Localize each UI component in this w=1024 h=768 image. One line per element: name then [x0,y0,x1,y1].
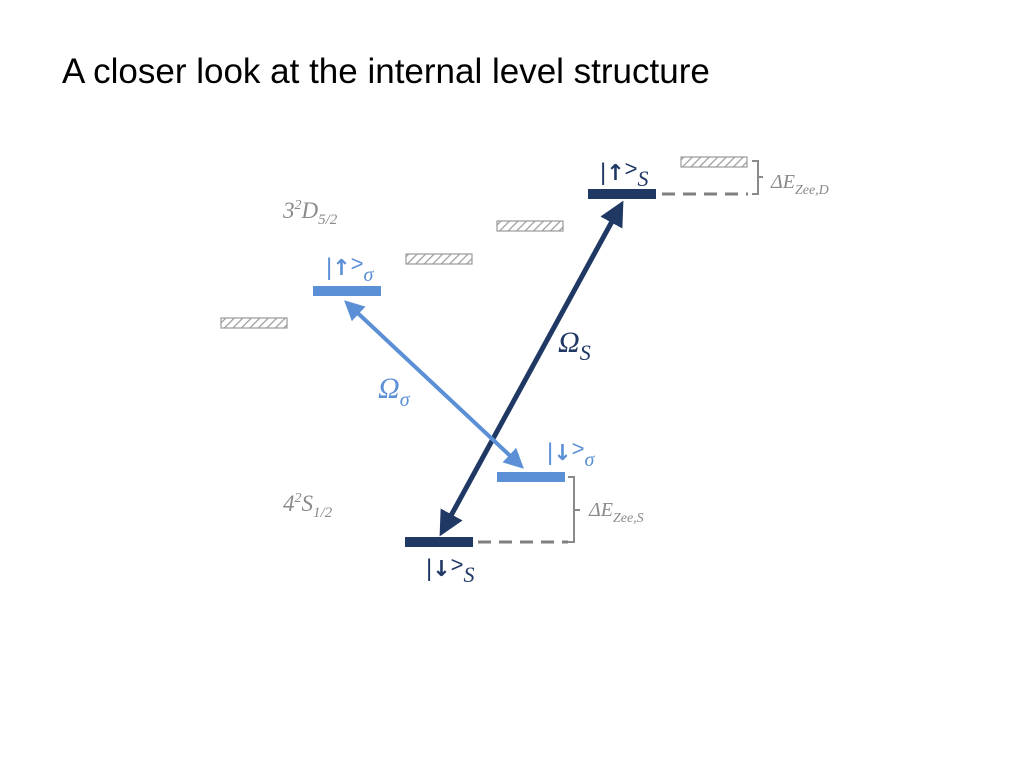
ket-s-lower-sigma: |↓>σ [547,436,596,471]
slide-title: A closer look at the internal level stru… [62,52,710,91]
ket-s-lower-s: |↓>S [426,552,475,587]
ket-d-upper-sigma: |↑>σ [326,251,375,286]
manifold-label-s: 42S1/2 [283,491,333,521]
transition-omega-sigma-arrow [344,300,524,469]
transition-omega-s-arrow [439,200,624,537]
hatched-sublevel [680,156,748,168]
zeeman-bracket-d [752,160,763,195]
level-d-upper-s [588,189,656,199]
hatched-sublevel [405,253,473,265]
zeeman-bracket-s [568,476,580,543]
zeeman-label-d: ΔEZee,D [770,171,829,198]
level-s-lower-s [405,537,473,547]
rabi-label-omega-sigma: Ωσ [378,372,411,411]
hatched-sublevel [220,317,288,329]
level-s-lower-sigma [497,472,565,482]
manifold-label-d: 32D5/2 [282,198,338,228]
level-d-upper-sigma [313,286,381,296]
ket-d-upper-s: |↑>S [600,156,649,191]
hatched-sublevel [496,220,564,232]
rabi-label-omega-s: ΩS [558,326,591,365]
zeeman-label-s: ΔEZee,S [588,499,644,526]
